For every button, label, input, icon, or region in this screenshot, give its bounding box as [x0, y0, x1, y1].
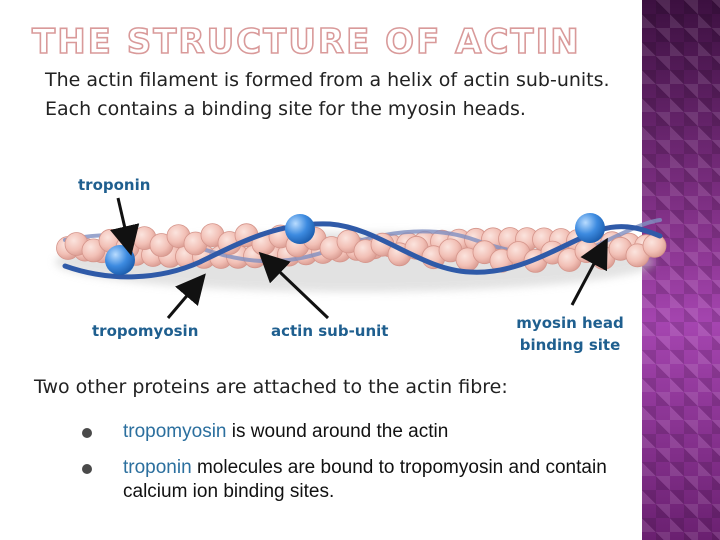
- bullet-text: is wound around the actin: [226, 421, 449, 442]
- troponin-label: troponin: [78, 176, 151, 194]
- myosin-binding-site-label: myosin head binding site: [516, 314, 624, 354]
- bullet-term: troponin: [123, 457, 192, 478]
- actin-subunit-label: actin sub-unit: [271, 322, 389, 340]
- actin-subunit-bead: [642, 233, 667, 258]
- troponin-pointer-arrow: [109, 197, 140, 256]
- decorative-side-panel: [642, 0, 720, 540]
- troponin-molecule-3: [575, 213, 605, 243]
- proteins-subheading: Two other proteins are attached to the a…: [34, 376, 508, 398]
- tropomyosin-pointer-arrow: [166, 273, 206, 319]
- bullet-dot-icon: [82, 464, 92, 474]
- bullet-tropomyosin: tropomyosin is wound around the actin: [82, 420, 640, 444]
- bullet-dot-icon: [82, 428, 92, 438]
- protein-bullet-list: tropomyosin is wound around the actin tr…: [82, 420, 640, 516]
- intro-text: The actin filament is formed from a heli…: [45, 69, 610, 120]
- bullet-troponin: troponin molecules are bound to tropomyo…: [82, 456, 640, 504]
- myosin-site-pointer-arrow: [570, 237, 608, 306]
- actin-subunit-pointer-arrow: [258, 251, 330, 320]
- bullet-term: tropomyosin: [123, 421, 227, 442]
- slide-title: THE STRUCTURE OF ACTIN: [31, 21, 581, 63]
- tropomyosin-label: tropomyosin: [92, 322, 199, 340]
- troponin-molecule-2: [285, 214, 315, 244]
- bullet-text: molecules are bound to tropomyosin and c…: [123, 457, 607, 502]
